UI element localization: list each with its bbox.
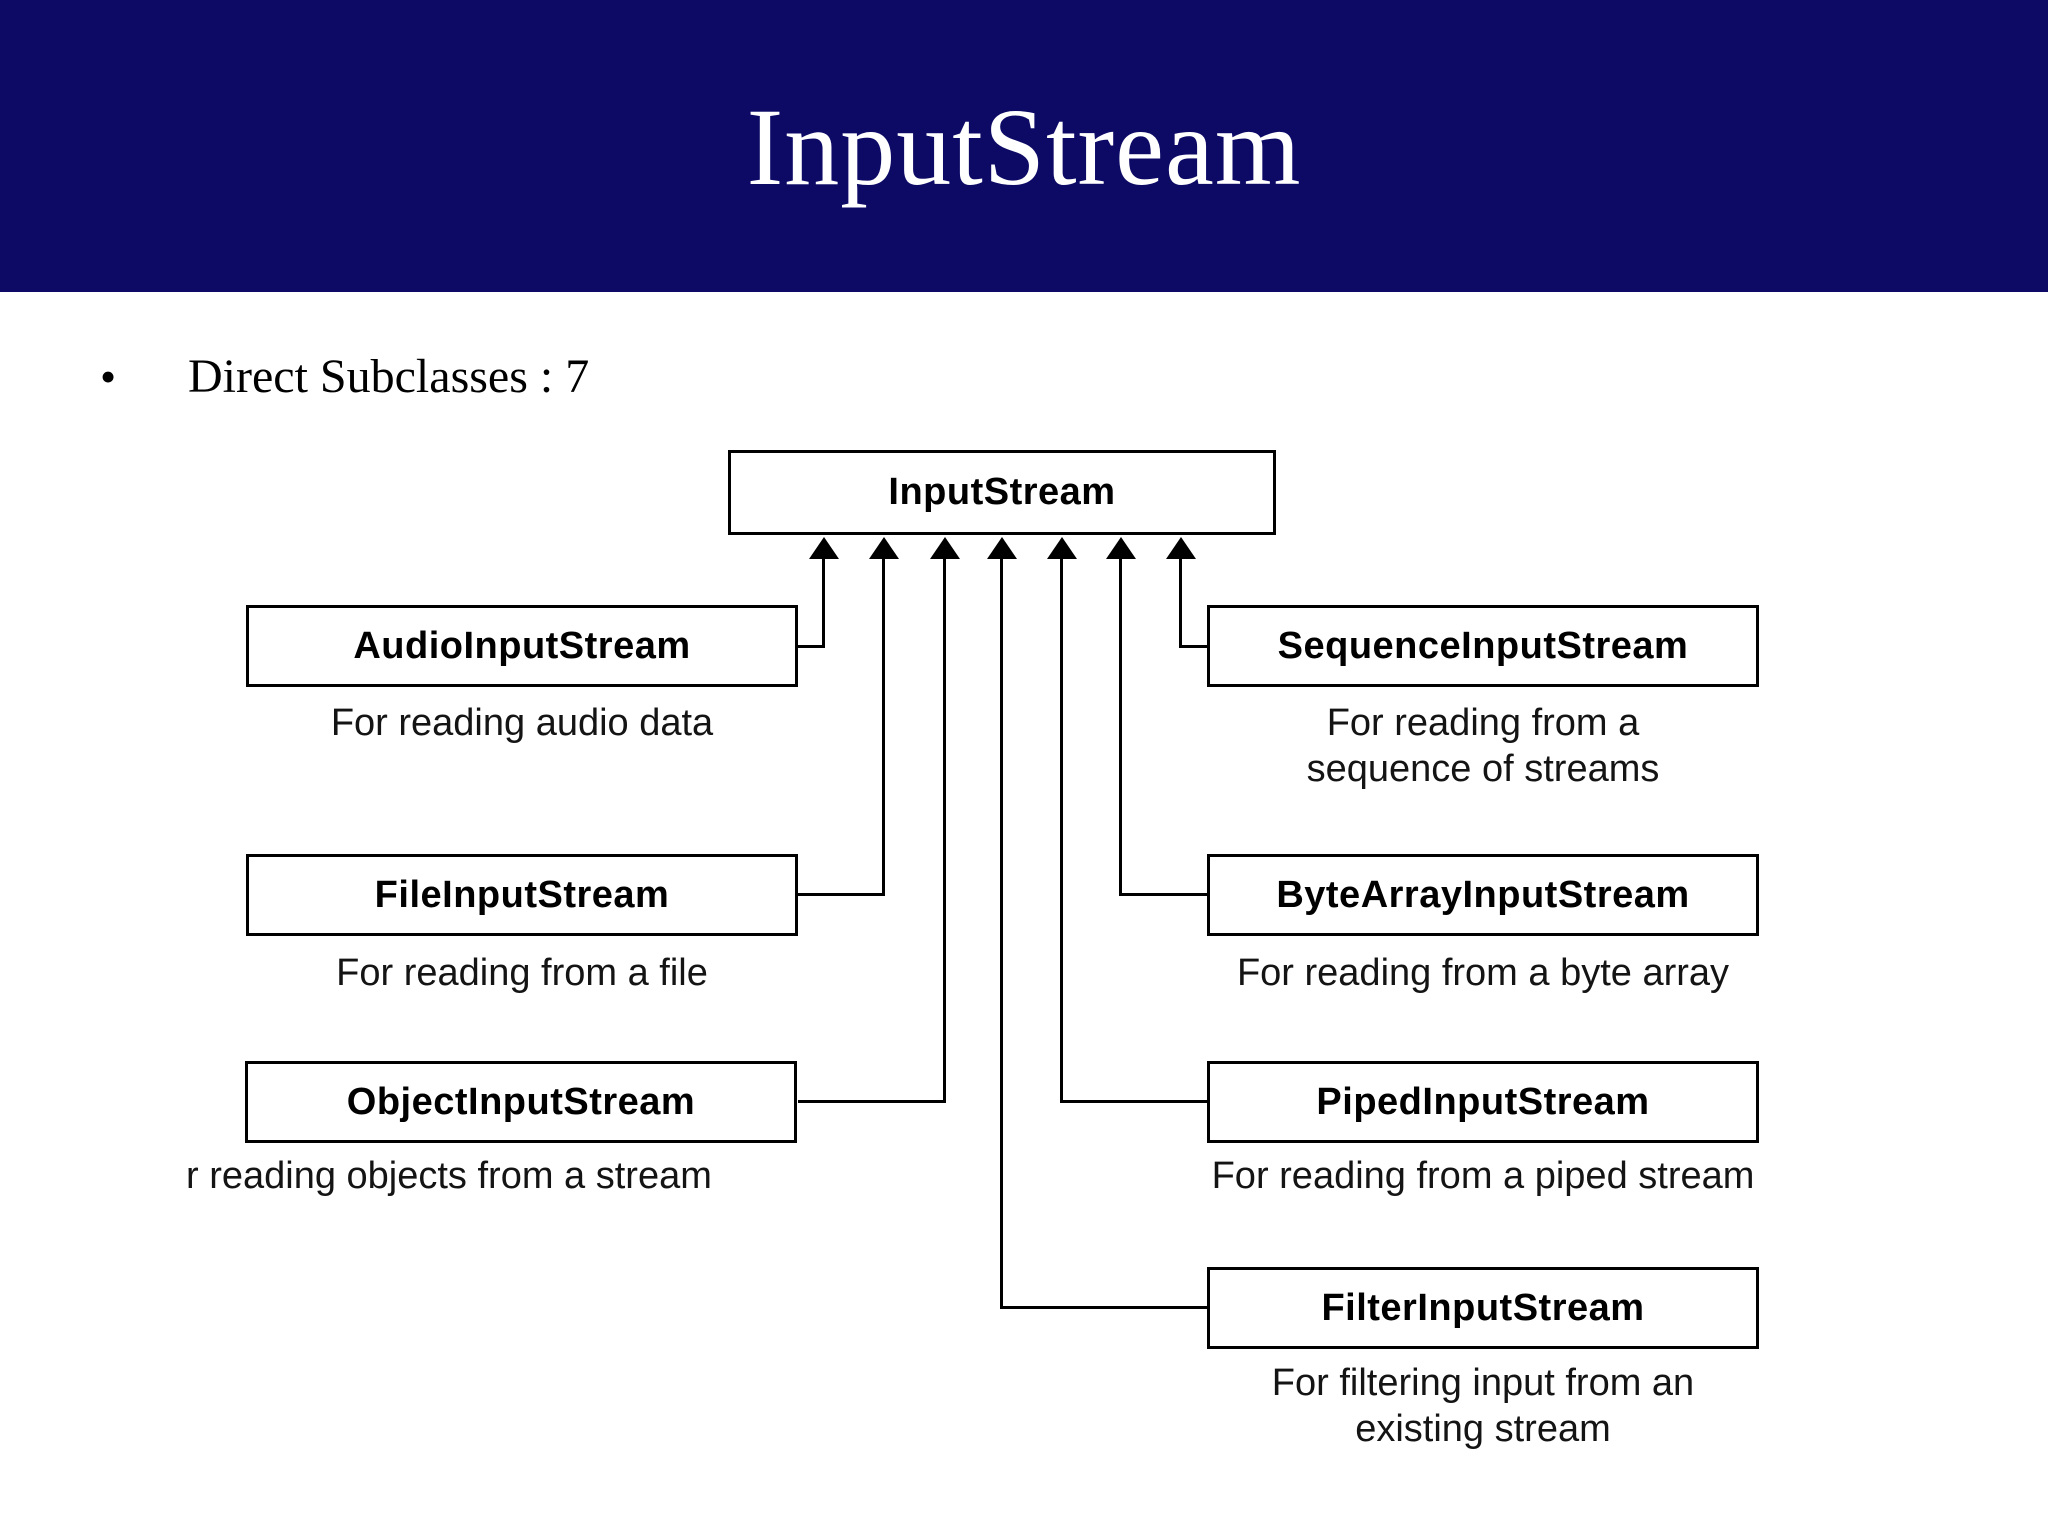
connector-line-object [943,552,946,1102]
connector-elbow-piped [1060,1100,1207,1103]
node-inputstream: InputStream [728,450,1276,535]
arrowhead-icon [987,537,1017,559]
connector-elbow-filter [1000,1306,1207,1309]
caption-bytearrayinputstream: For reading from a byte array [1236,952,1730,994]
node-bytearrayinputstream: ByteArrayInputStream [1207,854,1759,936]
node-sequenceinputstream: SequenceInputStream [1207,605,1759,687]
connector-line-bytearray [1119,552,1122,895]
connector-elbow-object [798,1100,946,1103]
connector-elbow-bytearray [1119,893,1207,896]
connector-elbow-audio [798,645,825,648]
arrowhead-icon [1047,537,1077,559]
node-objectinputstream: ObjectInputStream [245,1061,797,1143]
bullet-text: Direct Subclasses : 7 [188,350,590,403]
arrowhead-icon [869,537,899,559]
node-pipedinputstream: PipedInputStream [1207,1061,1759,1143]
connector-line-sequence [1179,552,1182,647]
caption-audioinputstream: For reading audio data [330,702,714,744]
arrowhead-icon [1166,537,1196,559]
connector-line-file [882,552,885,895]
caption-objectinputstream: r reading objects from a stream [186,1155,712,1197]
connector-line-audio [822,552,825,647]
caption-sequenceinputstream: For reading from a sequence of streams [1306,702,1660,790]
header-band [0,0,2048,292]
arrowhead-icon [930,537,960,559]
connector-line-piped [1060,552,1063,1102]
bullet-row: • Direct Subclasses : 7 [0,348,1400,408]
arrowhead-icon [809,537,839,559]
connector-elbow-file [798,893,885,896]
node-audioinputstream: AudioInputStream [246,605,798,687]
connector-elbow-sequence [1179,645,1207,648]
bullet-icon: • [100,351,117,402]
node-fileinputstream: FileInputStream [246,854,798,936]
caption-filterinputstream: For filtering input from an existing str… [1271,1362,1695,1450]
caption-fileinputstream: For reading from a file [336,952,708,994]
connector-line-filter [1000,552,1003,1309]
page-title: InputStream [746,86,1302,208]
arrowhead-icon [1106,537,1136,559]
caption-pipedinputstream: For reading from a piped stream [1211,1155,1755,1197]
node-filterinputstream: FilterInputStream [1207,1267,1759,1349]
